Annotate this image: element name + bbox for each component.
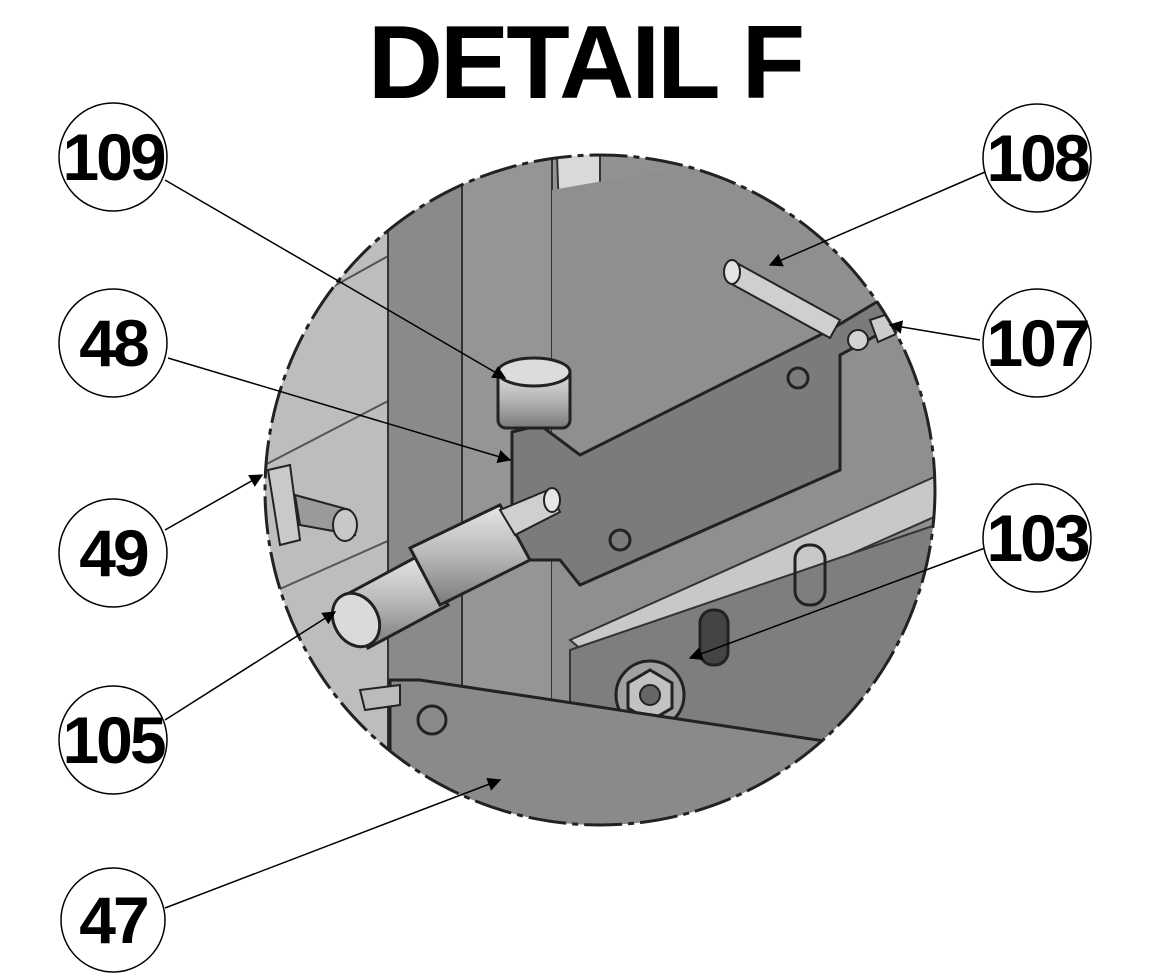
leader-48 [167, 357, 512, 463]
callout-109: 109 [58, 102, 168, 212]
callout-label-109: 109 [62, 120, 164, 194]
callout-48: 48 [58, 288, 168, 398]
callout-label-49: 49 [79, 516, 148, 590]
leader-49 [164, 474, 264, 531]
leader-105 [164, 611, 337, 721]
leader-47 [164, 778, 502, 909]
detail-circle-outline [263, 153, 937, 827]
leader-108 [768, 171, 986, 267]
callout-49: 49 [58, 498, 168, 608]
leader-103 [688, 547, 986, 661]
callout-47: 47 [60, 867, 166, 973]
leader-107 [888, 320, 981, 341]
callout-label-105: 105 [62, 703, 164, 777]
callout-label-47: 47 [79, 883, 147, 957]
callout-label-107: 107 [986, 306, 1087, 380]
callout-105: 105 [58, 685, 168, 795]
callout-108: 108 [982, 103, 1092, 213]
callout-103: 103 [982, 483, 1092, 593]
detail-circle-content [265, 155, 935, 825]
callout-label-48: 48 [79, 306, 148, 380]
leader-lines [164, 171, 986, 909]
callout-label-103: 103 [986, 501, 1088, 575]
callout-107: 107 [982, 288, 1092, 398]
leader-109 [164, 179, 507, 379]
detail-title: DETAIL F [367, 5, 805, 121]
callout-label-108: 108 [986, 121, 1088, 195]
